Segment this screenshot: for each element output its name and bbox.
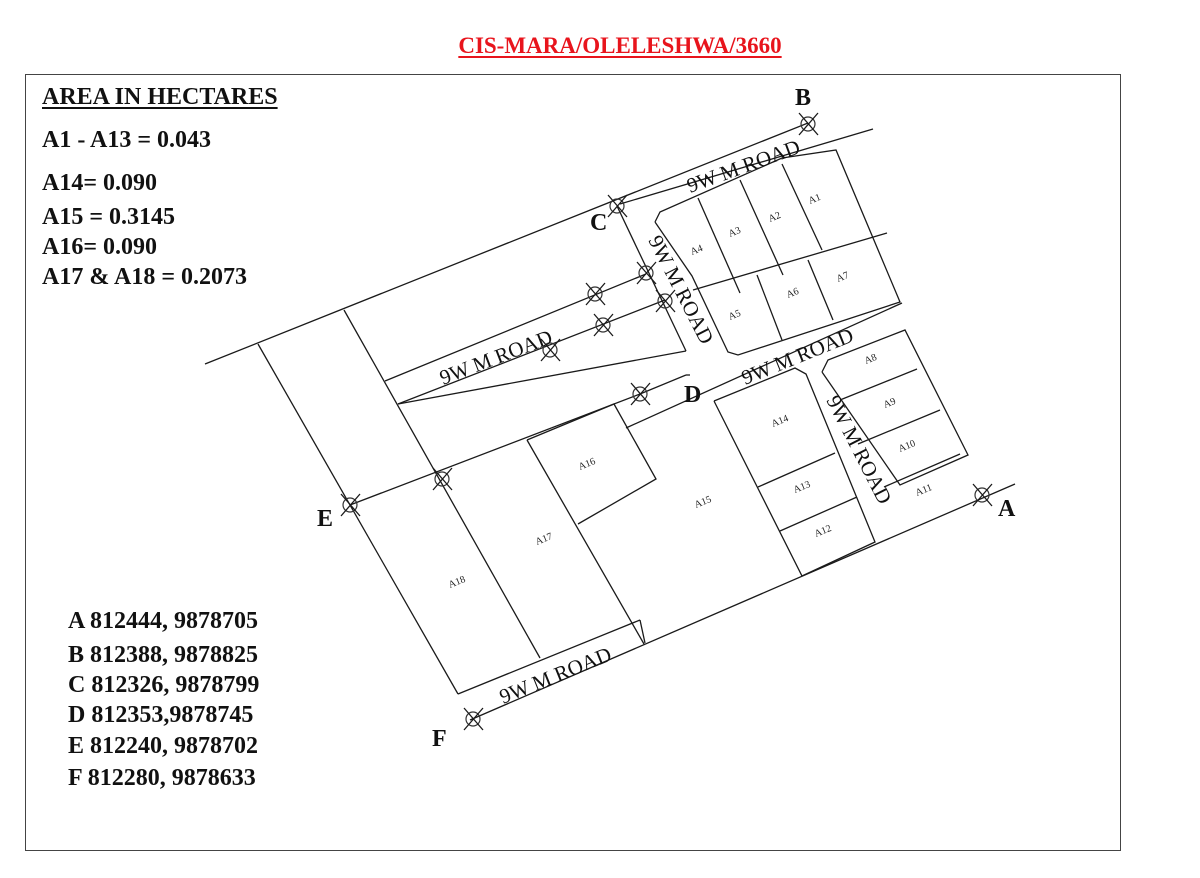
- beacon-a-icon: [972, 483, 993, 507]
- block-a8-a11: [821, 329, 969, 486]
- bottom-road-north-edge: [457, 619, 641, 695]
- beacon-f-icon: [463, 707, 484, 731]
- area-line-a1-a13: A1 - A13 = 0.043: [42, 127, 212, 153]
- road-label-vertical-left: 9W M ROAD: [644, 231, 719, 348]
- beacon-b-icon: [798, 112, 819, 136]
- area-line-a16: A16= 0.090: [42, 234, 158, 260]
- beacon-icon: [593, 313, 614, 337]
- e-d-road-north: [349, 393, 641, 506]
- middle-road-north-edge: [384, 273, 647, 382]
- plot-label-a5: A5: [727, 308, 742, 323]
- plot-label-a11: A11: [914, 482, 934, 499]
- plot-label-a2: A2: [767, 210, 782, 225]
- beacon-icon: [432, 467, 453, 491]
- point-label-d: D: [684, 382, 701, 408]
- area-line-a15: A15 = 0.3145: [42, 204, 176, 230]
- coordinate-c: C 812326, 9878799: [68, 672, 260, 698]
- plot-label-a14: A14: [770, 413, 790, 430]
- road-label-bottom: 9W M ROAD: [496, 642, 615, 709]
- point-label-f: F: [432, 726, 447, 752]
- plot-label-a4: A4: [689, 243, 704, 258]
- beacon-icon: [636, 261, 657, 285]
- a17-a18-divider: [343, 309, 541, 659]
- drawing-frame: [25, 74, 1121, 851]
- middle-right-road-south-edge: [625, 302, 903, 429]
- point-label-a: A: [998, 496, 1016, 522]
- beacon-e-icon: [340, 493, 361, 517]
- plot-label-a17: A17: [534, 531, 554, 548]
- top-road-south-edge-right: [619, 128, 874, 205]
- point-label-e: E: [317, 506, 333, 532]
- middle-road-south-edge: [397, 299, 666, 405]
- area-line-a17-a18: A17 & A18 = 0.2073: [42, 264, 248, 290]
- d-road-segment: [639, 374, 687, 395]
- point-label-c: C: [590, 210, 607, 236]
- south-boundary-a-f: [469, 483, 1016, 721]
- beacon-icon: [655, 289, 676, 313]
- top-road-north-edge: [204, 122, 809, 365]
- plot-a16-boundary: [526, 403, 657, 525]
- coordinate-d: D 812353,9878745: [68, 702, 254, 728]
- parcel-west-boundary: [257, 343, 459, 695]
- plot-label-a16: A16: [577, 456, 597, 473]
- plot-label-a18: A18: [447, 574, 467, 591]
- plot-label-a13: A13: [792, 479, 812, 496]
- plot-label-a12: A12: [813, 523, 833, 540]
- plot-label-a1: A1: [807, 192, 822, 207]
- coordinate-f: F 812280, 9878633: [68, 765, 256, 791]
- block-south-edge: [397, 350, 687, 405]
- plot-label-a10: A10: [897, 438, 917, 455]
- plot-label-a8: A8: [863, 352, 878, 367]
- plot-label-a3: A3: [727, 225, 742, 240]
- beacon-c-icon: [607, 194, 628, 218]
- beacon-icon: [540, 338, 561, 362]
- coordinate-b: B 812388, 9878825: [68, 642, 259, 668]
- beacon-d-icon: [630, 382, 651, 406]
- point-label-b: B: [795, 85, 811, 111]
- a-row-divider: [692, 232, 888, 291]
- plot-label-a6: A6: [785, 286, 800, 301]
- plot-label-a9: A9: [882, 396, 897, 411]
- block-a12-a14: [713, 367, 876, 577]
- plot-label-a7: A7: [835, 270, 850, 285]
- beacon-icon: [585, 282, 606, 306]
- plan-title: CIS-MARA/OLELESHWA/3660: [458, 33, 782, 58]
- plot-label-a15: A15: [693, 494, 713, 511]
- coordinate-a: A 812444, 9878705: [68, 608, 259, 634]
- block-a1-a7: [654, 149, 901, 356]
- road-label-middle-left: 9W M ROAD: [436, 325, 555, 390]
- coordinate-e: E 812240, 9878702: [68, 733, 259, 759]
- area-legend-heading: AREA IN HECTARES: [42, 84, 278, 110]
- area-line-a14: A14= 0.090: [42, 170, 158, 196]
- a15-a17-divider: [526, 439, 645, 645]
